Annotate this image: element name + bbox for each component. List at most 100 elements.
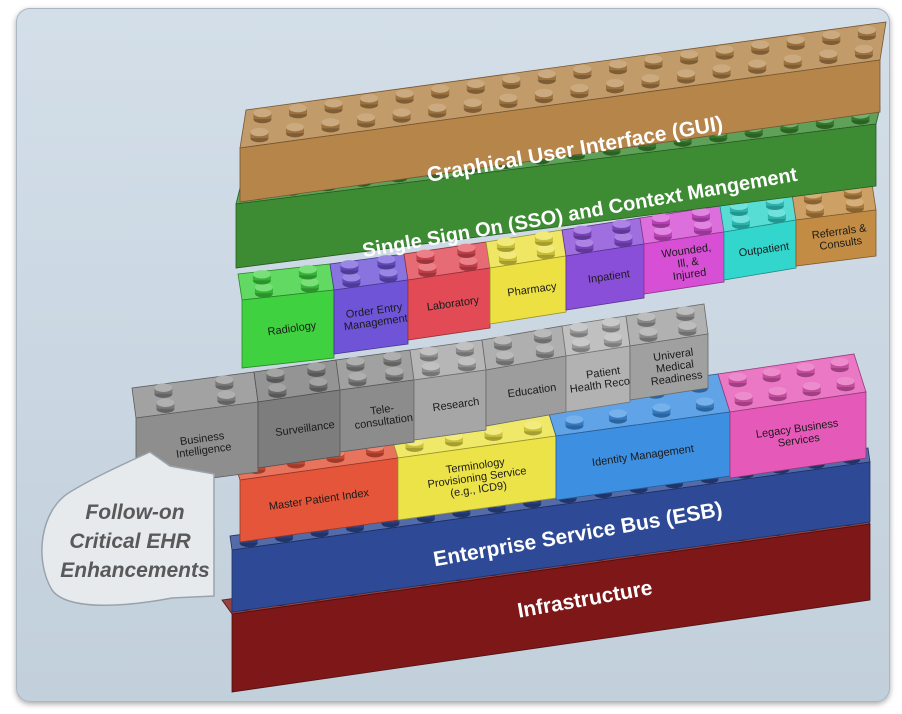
clinical-block-radiology-studs [252, 265, 319, 298]
clinical-block-wounded-stud-top [693, 220, 712, 230]
service-block-legacy-business-stud-top [734, 391, 753, 401]
followon-block-research-studs [419, 342, 476, 377]
gui-bar-front [239, 59, 881, 203]
service-block-legacy-business-stud-top [802, 381, 821, 391]
followon-block-research: Research [409, 339, 487, 441]
followon-block-education: Education [481, 325, 567, 427]
followon-block-univeral-medical-readiness-stud-top [639, 327, 658, 336]
followon-block-patient-health-record-stud-top [569, 323, 588, 332]
service-block-legacy-business-stud-top [728, 372, 747, 382]
followon-block-business-intelligence-stud-top [154, 383, 173, 392]
followon-block-surveillance-stud-top [268, 383, 287, 392]
clinical-block-outpatient-front [723, 219, 797, 281]
clinical-block-pharmacy: Pharmacy [485, 229, 567, 325]
clinical-block-wounded-stud-top [691, 207, 710, 217]
clinical-block-wounded-studs [651, 207, 712, 242]
followon-block-surveillance-front [257, 389, 341, 469]
followon-block-research-stud-top [457, 357, 476, 366]
service-block-legacy-business-stud-top [830, 357, 849, 367]
service-block-identity-management-stud-top [652, 403, 671, 412]
clinical-block-outpatient-stud-top [731, 214, 750, 224]
service-block-legacy-business-stud-top [768, 386, 787, 396]
followon-block-research-stud-top [419, 347, 438, 356]
followon-block-teleconsultation-stud-top [348, 372, 367, 381]
gui-bar-stud-top [357, 113, 376, 122]
followon-block-research-stud-top [455, 342, 474, 351]
gui-bar-stud-top [748, 59, 767, 68]
followon-block-education-stud-top [535, 344, 554, 353]
gui-bar-stud-top [392, 108, 411, 117]
clinical-label-inpatient-line: Inpatient [587, 268, 630, 286]
followon-block-teleconsultation-stud-top [346, 357, 365, 366]
service-block-terminology-stud-top [523, 421, 542, 430]
followon-block-surveillance-stud-top [307, 362, 326, 371]
gui-bar-stud-top [573, 64, 592, 74]
callout-line-1: Follow-on [85, 501, 184, 524]
service-block-legacy-business-stud-top [796, 362, 815, 372]
gui-bar-stud-top [751, 40, 770, 49]
followon-block-research-stud-top [421, 362, 440, 371]
gui-bar-stud-top [570, 83, 589, 93]
service-block-terminology-stud-top [484, 426, 503, 435]
clinical-block-pharmacy-stud-top [534, 231, 553, 241]
clinical-block-order-entry-stud-top [377, 255, 396, 264]
followon-label-univeral-medical-readiness-line: Medical [655, 358, 694, 375]
clinical-block-inpatient-stud-top [573, 225, 592, 235]
clinical-block-order-entry-front [333, 279, 409, 355]
gui-bar: Graphical User Interface (GUI) [239, 21, 887, 203]
clinical-block-laboratory-studs [416, 243, 478, 278]
followon-block-patient-health-record-front [565, 345, 631, 413]
followon-callout: Follow-on Critical EHR Enhancements [41, 451, 215, 606]
followon-block-education-stud-top [493, 336, 512, 345]
clinical-block-inpatient-stud-top [612, 219, 631, 229]
gui-bar-stud-top [463, 98, 482, 107]
followon-block-education-studs [493, 329, 554, 366]
clinical-label-wounded-line: Injured [672, 266, 707, 283]
followon-block-teleconsultation-studs [346, 352, 404, 387]
followon-label-univeral-medical-readiness-line: Univeral [653, 346, 695, 364]
service-block-legacy-business-stud-top [762, 367, 781, 377]
clinical-block-wounded-stud-top [651, 213, 670, 223]
followon-block-patient-health-record-stud-top [601, 318, 620, 327]
clinical-block-referrals-stud-top [805, 203, 824, 212]
gui-bar-stud-top [250, 127, 269, 137]
followon-block-surveillance-stud-top [309, 377, 328, 386]
followon-block-surveillance: Surveillance [253, 359, 341, 469]
followon-block-surveillance-studs [266, 362, 328, 398]
clinical-block-inpatient: Inpatient [561, 217, 645, 311]
gui-bar-stud-top [502, 74, 521, 84]
followon-block-univeral-medical-readiness-stud-top [676, 306, 695, 315]
clinical-block-laboratory-stud-top [416, 249, 435, 259]
gui-bar-stud-top [641, 74, 660, 83]
followon-block-patient-health-record: PatientHealth Record [561, 315, 640, 413]
sso-bar-front [235, 123, 877, 269]
followon-block-patient-health-record-stud-top [603, 333, 622, 342]
gui-bar-stud-top [288, 104, 307, 113]
gui-bar-stud-top [321, 118, 340, 127]
clinical-block-inpatient-studs [573, 219, 633, 254]
gui-bar-stud-top [786, 35, 805, 44]
gui-bar-stud-top [822, 30, 841, 40]
clinical-block-referrals: Referrals &Consults [791, 183, 877, 267]
followon-block-business-intelligence-studs [154, 375, 236, 413]
clinical-block-laboratory: Laboratory [403, 241, 491, 341]
clinical-block-laboratory-stud-top [457, 243, 476, 253]
gui-bar-stud-top [677, 69, 696, 78]
clinical-block-wounded-stud-top [653, 226, 672, 236]
gui-bar-stud-top [499, 93, 518, 103]
callout-line-3: Enhancements [60, 559, 209, 582]
gui-bar-stud-top [253, 108, 272, 118]
clinical-block-outpatient: Outpatient [719, 193, 797, 281]
gui-bar-stud-top [644, 55, 663, 64]
followon-block-teleconsultation: Tele-consultation [335, 349, 415, 453]
clinical-label-referrals-line: Consults [819, 235, 864, 253]
clinical-block-inpatient-stud-top [575, 238, 594, 248]
gui-bar-stud-top [857, 25, 876, 35]
followon-block-research-front [413, 369, 487, 441]
gui-bar-stud-top [854, 44, 873, 54]
gui-bar-stud-top [466, 79, 485, 88]
followon-block-patient-health-record-studs [569, 318, 622, 353]
followon-label-patient-health-record-line: Patient [585, 365, 621, 382]
gui-bar-stud-top [285, 123, 304, 132]
